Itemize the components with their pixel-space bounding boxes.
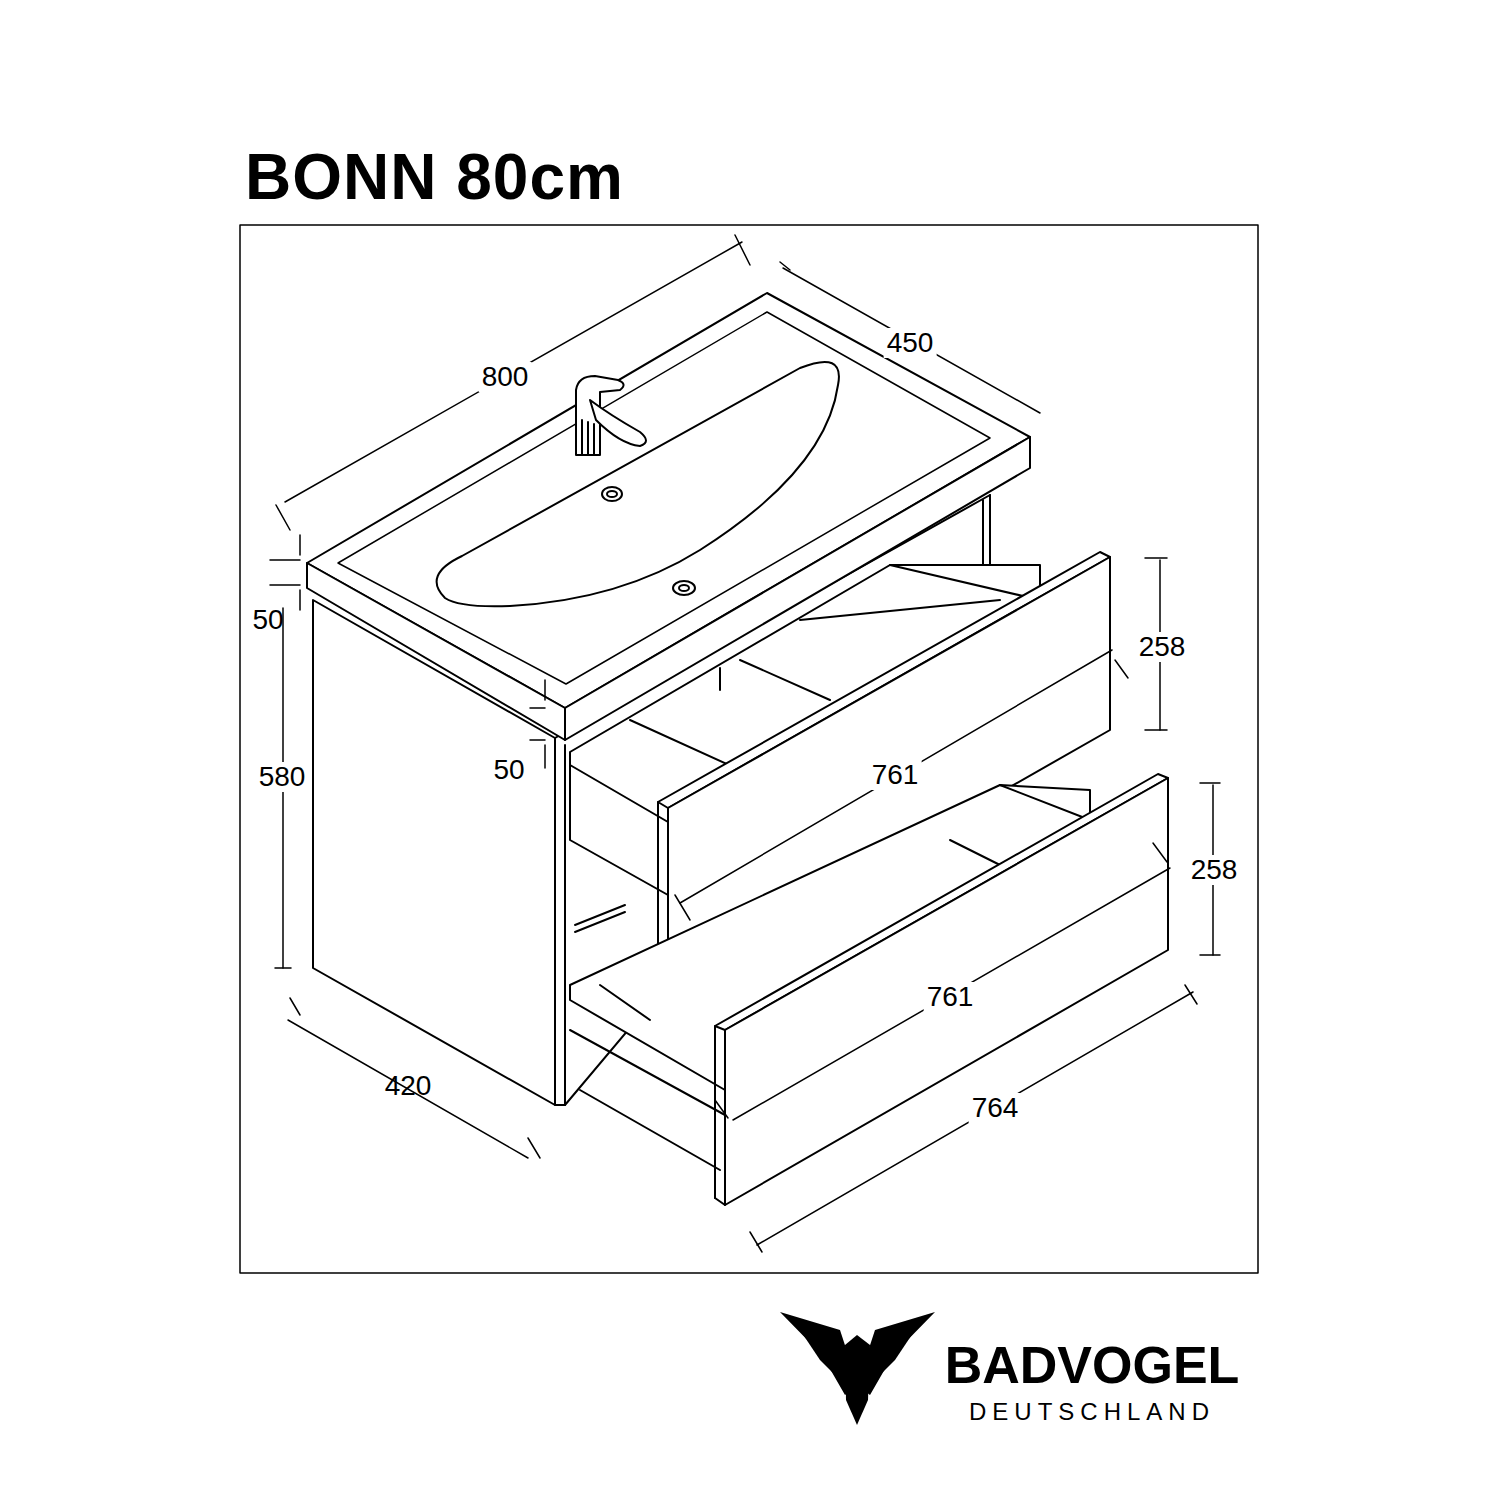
- brand-name: BADVOGEL: [945, 1339, 1240, 1391]
- dim-tick: [675, 895, 690, 920]
- faucet-line: [593, 424, 595, 455]
- dim-ext: [544, 745, 546, 768]
- dimension-label: 420: [382, 1071, 435, 1101]
- dim-ext: [270, 584, 300, 586]
- faucet-lever: [590, 400, 646, 446]
- dim-ext: [299, 535, 301, 555]
- dim-line-800: [285, 242, 742, 502]
- dim-tick: [780, 262, 790, 270]
- dim-tick: [1200, 782, 1220, 784]
- dim-tick: [1115, 660, 1128, 678]
- drawer-line: [1000, 785, 1090, 820]
- drawer-front: [725, 778, 1168, 1205]
- dim-line-761: [733, 868, 1170, 1120]
- drawer-line: [740, 660, 830, 700]
- dimension-label: 50: [249, 605, 286, 635]
- dim-ext: [270, 559, 300, 561]
- dim-tick: [290, 998, 300, 1015]
- dimension-label: 50: [490, 755, 527, 785]
- dim-tick: [276, 505, 290, 530]
- dim-tick: [715, 1100, 728, 1118]
- dimension-label: 258: [1188, 855, 1241, 885]
- drawer-line: [719, 668, 721, 690]
- drawer-line: [630, 720, 740, 770]
- faucet-line: [587, 422, 589, 455]
- dim-tick: [1200, 954, 1220, 956]
- drawer-line: [600, 985, 650, 1020]
- dim-tick: [1145, 557, 1167, 559]
- drawer-edge: [715, 1198, 725, 1205]
- overflow: [607, 491, 617, 497]
- dimension-label: 580: [256, 762, 309, 792]
- dimension-label: 761: [869, 760, 922, 790]
- dim-tick: [1185, 985, 1197, 1004]
- drain: [673, 581, 695, 595]
- dim-line-761: [680, 650, 1112, 903]
- lower-drawer: [570, 774, 1168, 1205]
- faucet-line: [581, 420, 583, 455]
- drawer-edge: [714, 1026, 716, 1198]
- dim-tick: [275, 967, 291, 969]
- drawer-line: [890, 565, 1040, 600]
- faucet: [576, 376, 646, 455]
- dimension-lines: [270, 235, 1220, 1252]
- dim-ext: [530, 707, 545, 709]
- dim-ext: [530, 739, 545, 741]
- dimension-label: 800: [479, 362, 532, 392]
- dim-ext: [544, 680, 546, 700]
- dim-line-420: [288, 1020, 528, 1158]
- cabinet-edge: [564, 745, 566, 1105]
- dimension-label: 258: [1136, 632, 1189, 662]
- dim-tick: [735, 235, 750, 265]
- dim-tick: [1145, 729, 1167, 731]
- basin-bowl: [437, 362, 839, 606]
- logo-body: [845, 1335, 870, 1425]
- overflow: [602, 487, 622, 501]
- dim-line-450: [783, 268, 1040, 413]
- drawer-rail: [575, 912, 625, 932]
- drawer-line: [570, 1030, 725, 1115]
- drawing-title: BONN 80cm: [245, 145, 624, 209]
- dim-ext: [299, 590, 301, 610]
- logo-bird: [780, 1312, 935, 1425]
- dimension-label: 761: [924, 982, 977, 1012]
- drawer-line: [800, 600, 1000, 620]
- dim-tick: [1153, 843, 1167, 862]
- drawer-line: [570, 765, 668, 822]
- drawing-frame: [240, 225, 1258, 1273]
- drawer-line: [580, 1090, 720, 1170]
- dimension-label: 450: [884, 328, 937, 358]
- dim-tick: [750, 1232, 762, 1252]
- dim-line-764: [757, 992, 1193, 1245]
- logo-wing: [867, 1330, 915, 1388]
- brand-subtitle: DEUTSCHLAND: [969, 1400, 1215, 1424]
- drain: [679, 585, 689, 591]
- dim-tick: [528, 1138, 540, 1158]
- dimension-label: 764: [969, 1093, 1022, 1123]
- logo-wing: [800, 1330, 848, 1388]
